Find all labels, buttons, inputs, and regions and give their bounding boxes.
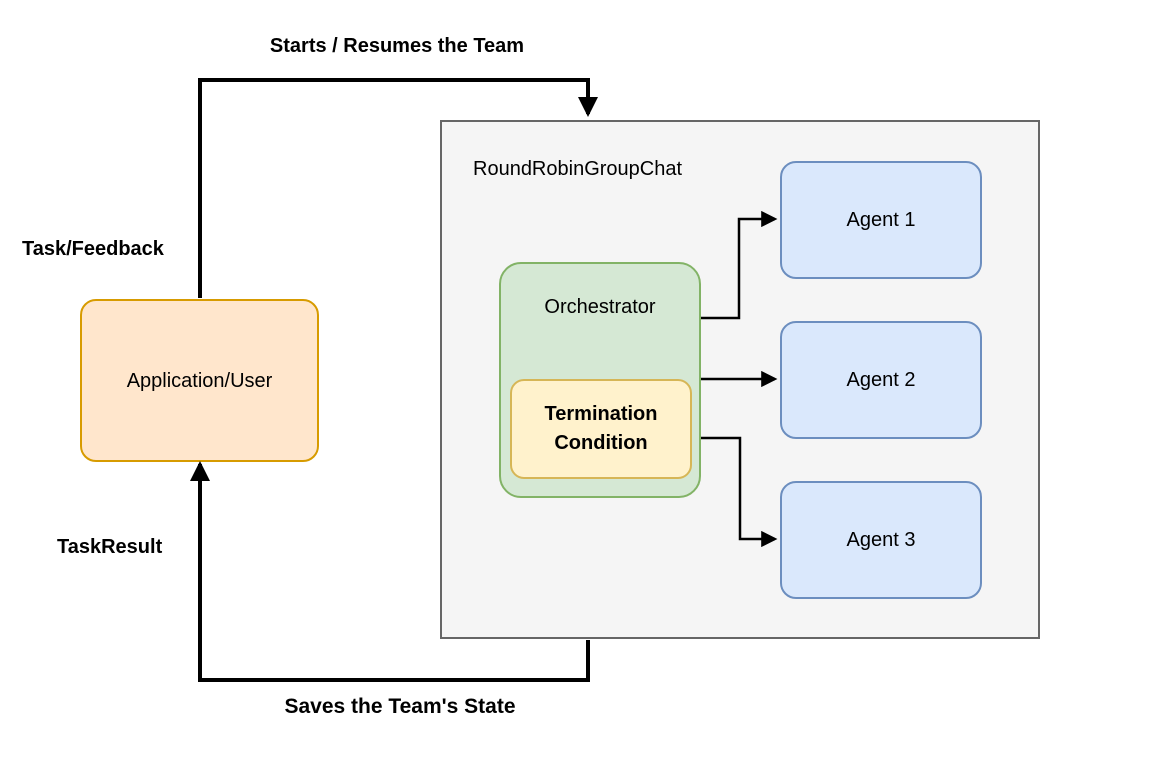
agent-2-label: Agent 2 xyxy=(846,369,916,391)
agent-3-node: Agent 3 xyxy=(780,481,982,599)
agent-1-label: Agent 1 xyxy=(846,209,916,231)
edge-label-task-result: TaskResult xyxy=(57,536,163,558)
agent-3-label: Agent 3 xyxy=(846,529,916,551)
application-user-label: Application/User xyxy=(126,369,273,392)
orchestrator-label: Orchestrator xyxy=(544,296,656,318)
agent-2-node: Agent 2 xyxy=(780,321,982,439)
edge-label-saves-state: Saves the Team's State xyxy=(284,695,516,718)
edge-label-task-feedback: Task/Feedback xyxy=(22,238,164,260)
edge-label-starts-resumes: Starts / Resumes the Team xyxy=(269,35,525,57)
agent-1-node: Agent 1 xyxy=(780,161,982,279)
termination-condition-label: Termination Condition xyxy=(544,403,658,454)
application-user-node: Application/User xyxy=(80,299,319,462)
termination-condition-node: Termination Condition xyxy=(510,379,692,479)
group-chat-title: RoundRobinGroupChat xyxy=(473,158,683,180)
